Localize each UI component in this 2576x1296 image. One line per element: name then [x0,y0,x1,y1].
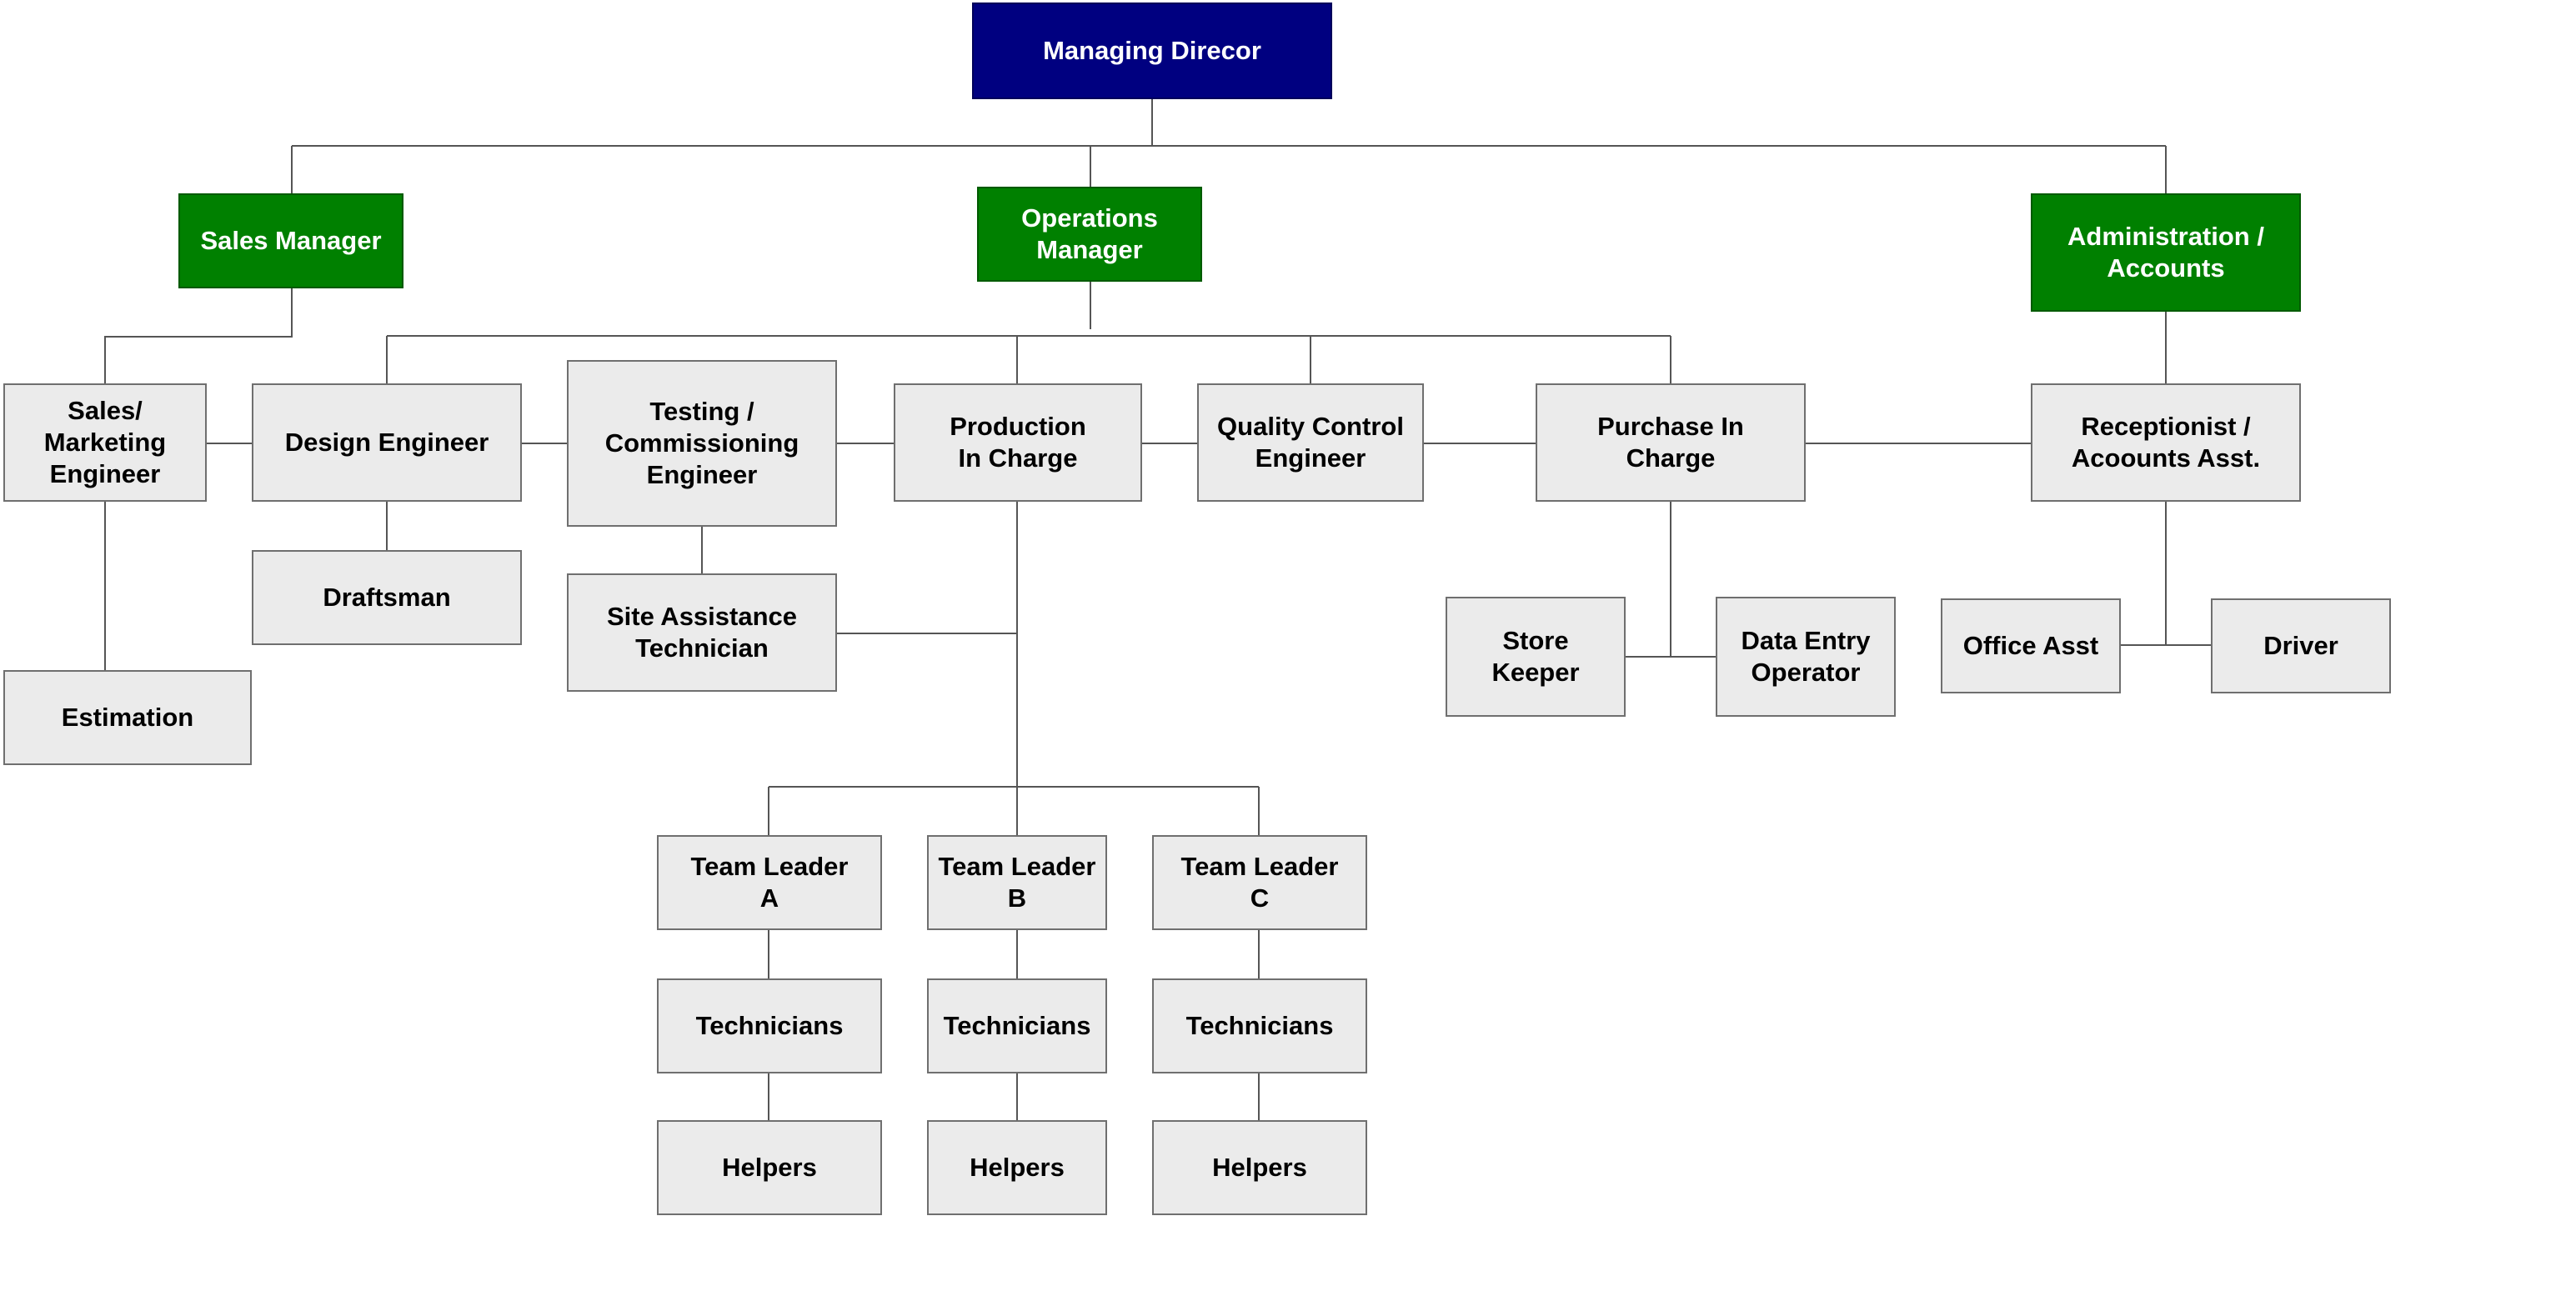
node-office-asst: Office Asst [1941,598,2121,693]
node-purchase-in-charge: Purchase In Charge [1536,383,1806,502]
node-helpers-a: Helpers [657,1120,882,1215]
node-technicians-b: Technicians [927,978,1107,1073]
node-draftsman: Draftsman [252,550,522,645]
node-team-leader-a: Team Leader A [657,835,882,930]
node-administration-accounts: Administration / Accounts [2031,193,2301,312]
connector-purchase [1626,502,1716,658]
connector-operations [386,282,1671,383]
node-estimation: Estimation [3,670,252,765]
node-store-keeper: Store Keeper [1446,597,1626,717]
node-team-leader-c: Team Leader C [1152,835,1367,930]
connector-teams [768,930,1260,1120]
node-driver: Driver [2211,598,2391,693]
node-design-engineer: Design Engineer [252,383,522,502]
node-helpers-b: Helpers [927,1120,1107,1215]
connector-admin [2121,312,2211,646]
node-site-assistance-technician: Site Assistance Technician [567,573,837,692]
node-data-entry-operator: Data Entry Operator [1716,597,1896,717]
node-quality-control-engineer: Quality Control Engineer [1197,383,1424,502]
connector-director-managers [291,98,2167,193]
node-technicians-a: Technicians [657,978,882,1073]
node-sales-manager: Sales Manager [178,193,403,288]
node-helpers-c: Helpers [1152,1120,1367,1215]
node-testing-commissioning-engineer: Testing / Commissioning Engineer [567,360,837,527]
node-sales-marketing-engineer: Sales/ Marketing Engineer [3,383,207,502]
node-technicians-c: Technicians [1152,978,1367,1073]
node-managing-director: Managing Direcor [972,3,1332,99]
node-team-leader-b: Team Leader B [927,835,1107,930]
node-receptionist-accounts-asst: Receptionist / Acoounts Asst. [2031,383,2301,502]
connector-sales [104,288,293,383]
node-production-in-charge: Production In Charge [894,383,1142,502]
connector-production [768,502,1260,835]
node-operations-manager: Operations Manager [977,187,1202,282]
